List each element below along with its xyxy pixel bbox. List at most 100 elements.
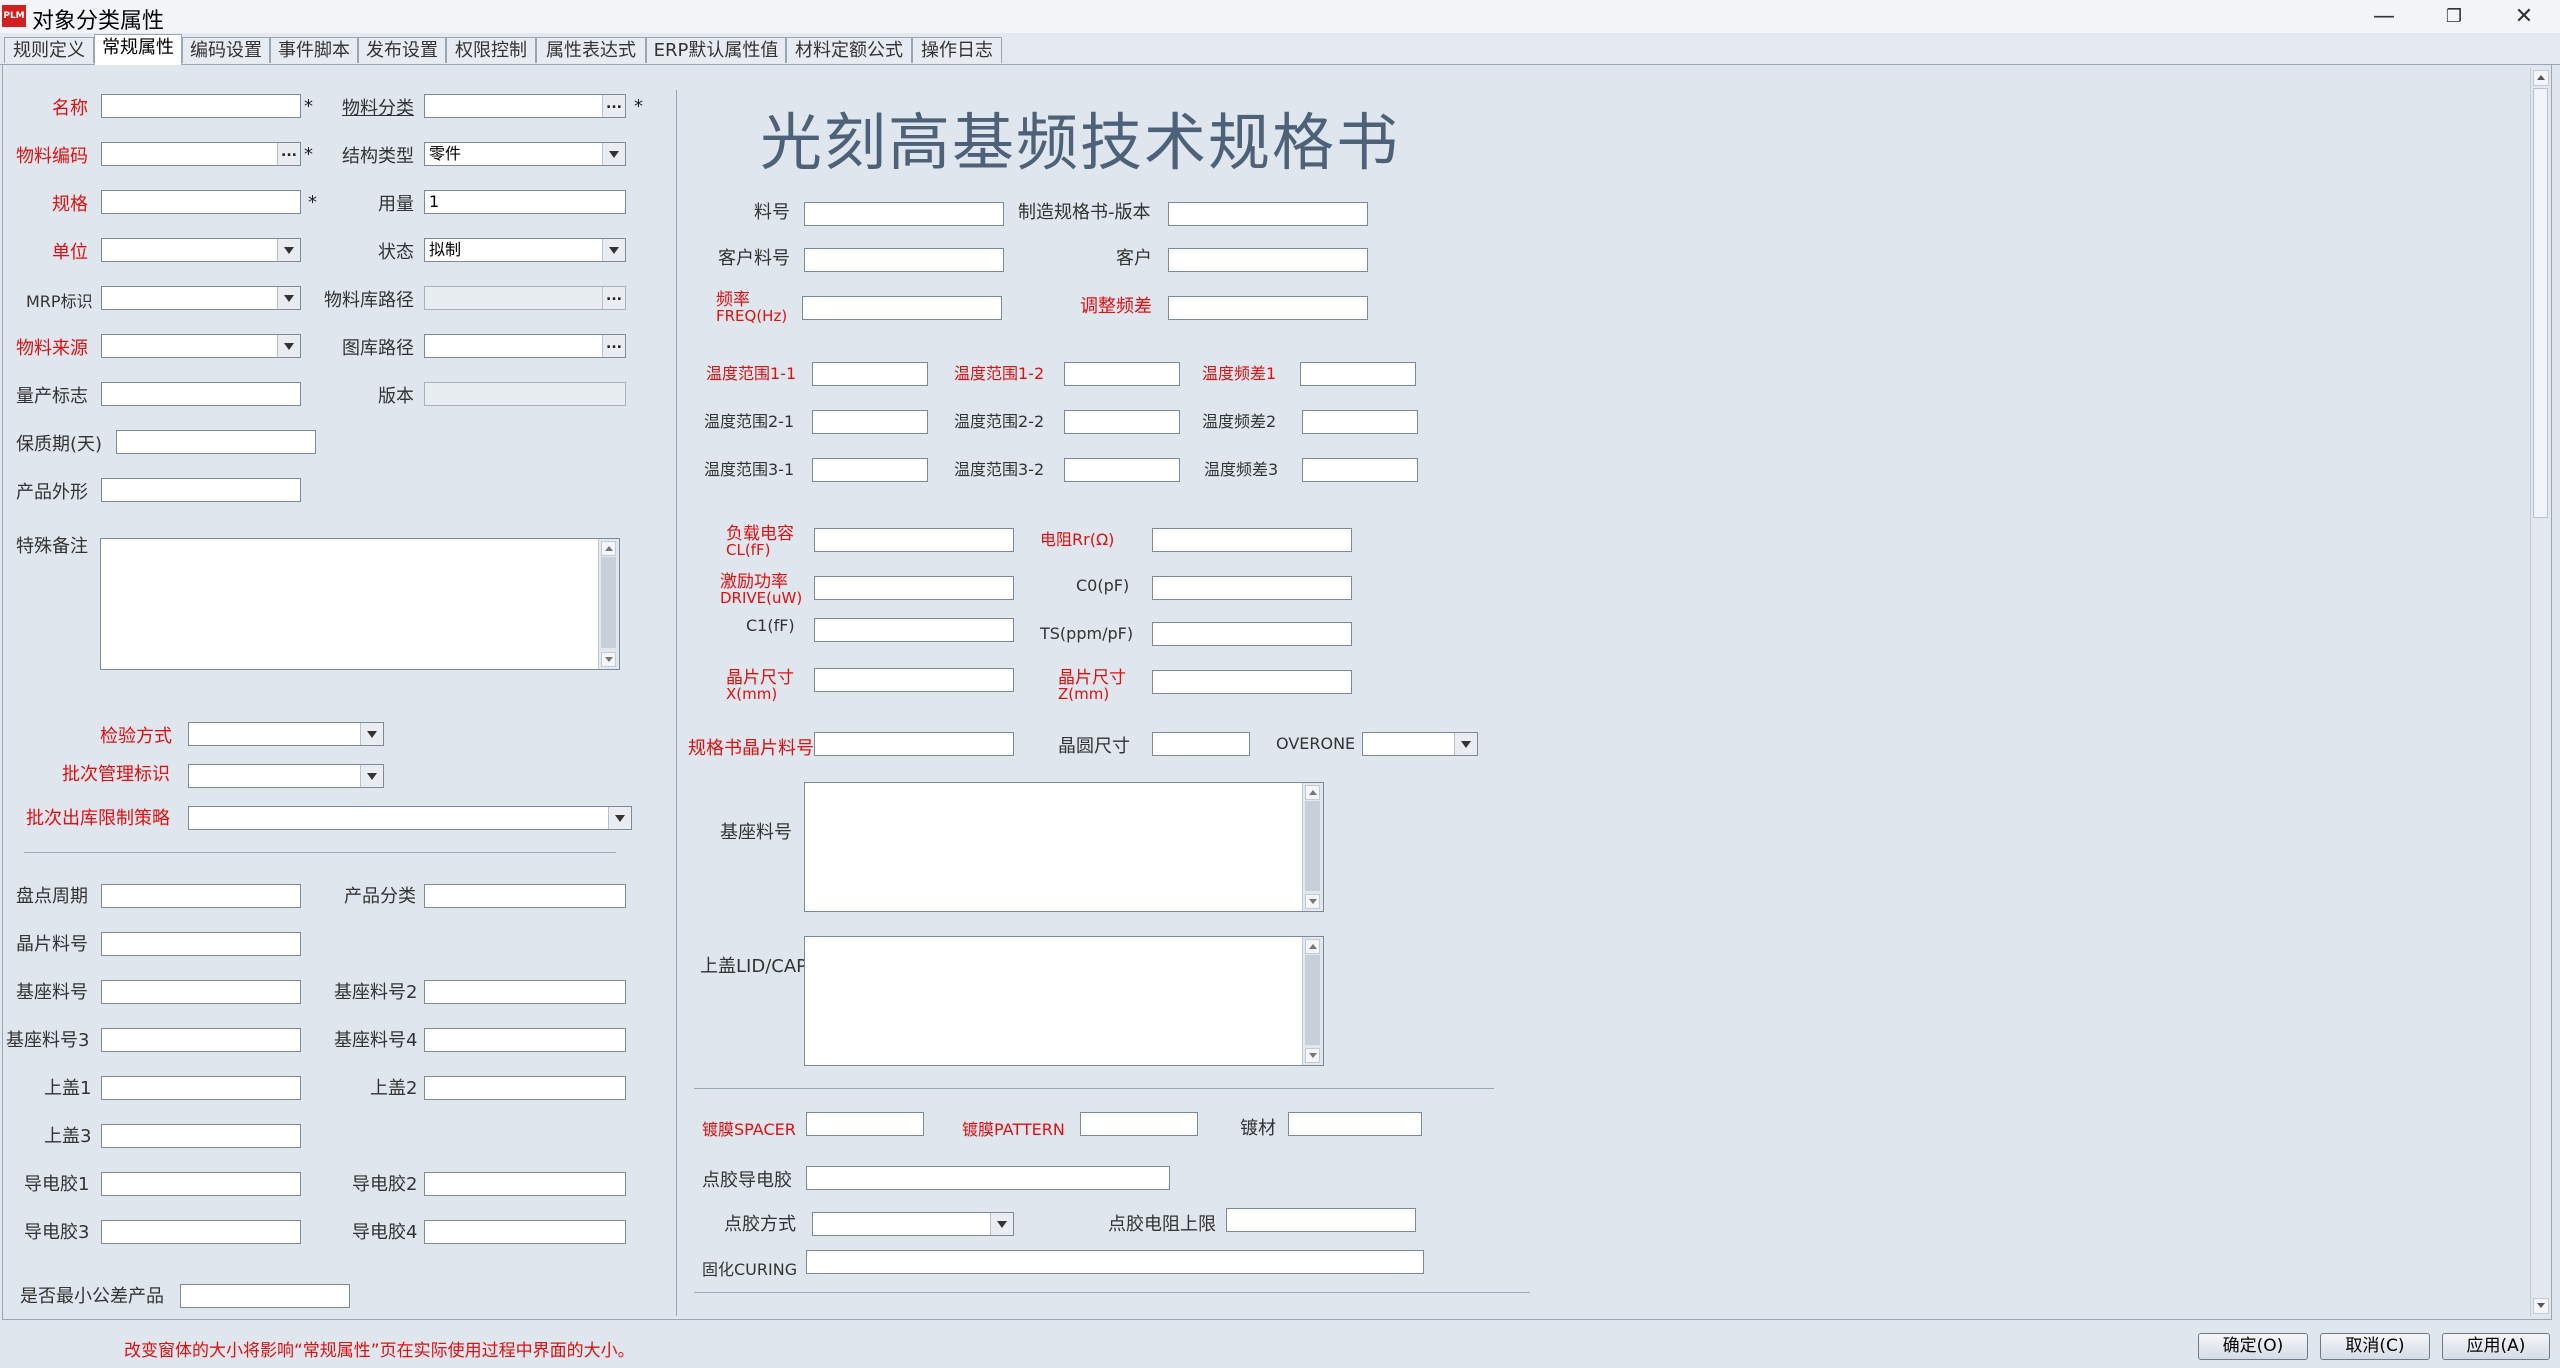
scrollbar[interactable] [1302, 937, 1323, 1065]
browse-button[interactable]: ... [602, 335, 625, 357]
tab-general-properties[interactable]: 常规属性 [94, 34, 182, 65]
tab-erp-default-values[interactable]: ERP默认属性值 [646, 37, 786, 63]
spec-wafer-no-input[interactable] [814, 732, 1014, 756]
c0-input[interactable] [1152, 576, 1352, 600]
overtone-select[interactable] [1362, 732, 1478, 756]
tab-material-quota-formula[interactable]: 材料定额公式 [786, 37, 912, 63]
temp-range-1-1-input[interactable] [812, 362, 928, 386]
unit-select[interactable] [101, 238, 301, 262]
temp-range-2-1-input[interactable] [812, 410, 928, 434]
cap-1-input[interactable] [101, 1076, 301, 1100]
tab-event-script[interactable]: 事件脚本 [270, 37, 358, 63]
scroll-thumb[interactable] [2533, 88, 2548, 518]
chevron-down-icon[interactable] [360, 723, 383, 745]
version-input[interactable] [424, 382, 626, 406]
c1-input[interactable] [814, 618, 1014, 642]
material-class-input[interactable]: ... [424, 94, 626, 118]
drawing-path-input[interactable]: ... [424, 334, 626, 358]
resistance-rr-input[interactable] [1152, 528, 1352, 552]
scroll-up-icon[interactable] [2533, 70, 2549, 86]
adjust-tolerance-input[interactable] [1168, 296, 1368, 320]
name-input[interactable] [101, 94, 301, 118]
customer-input[interactable] [1168, 248, 1368, 272]
scroll-up-icon[interactable] [601, 541, 616, 556]
stock-cycle-input[interactable] [101, 884, 301, 908]
tab-property-expression[interactable]: 属性表达式 [536, 37, 646, 63]
scroll-thumb[interactable] [601, 557, 616, 648]
drive-power-input[interactable] [814, 576, 1014, 600]
wafer-no-input[interactable] [101, 932, 301, 956]
quantity-input[interactable]: 1 [424, 190, 626, 214]
state-select[interactable]: 拟制 [424, 238, 626, 262]
special-remark-textarea[interactable] [100, 538, 620, 670]
mass-production-input[interactable] [101, 382, 301, 406]
chevron-down-icon[interactable] [608, 807, 631, 829]
base-no-4-input[interactable] [424, 1028, 626, 1052]
browse-button[interactable]: ... [277, 143, 300, 165]
shelf-life-input[interactable] [116, 430, 316, 454]
min-tolerance-input[interactable] [180, 1284, 350, 1308]
wafer-size-z-input[interactable] [1152, 670, 1352, 694]
spec-input[interactable] [101, 190, 301, 214]
browse-button[interactable]: ... [602, 95, 625, 117]
curing-input[interactable] [806, 1250, 1424, 1274]
material-code-input[interactable]: ... [101, 142, 301, 166]
customer-part-no-input[interactable] [804, 248, 1004, 272]
scroll-down-icon[interactable] [601, 652, 616, 667]
chevron-down-icon[interactable] [277, 335, 300, 357]
tab-permission-control[interactable]: 权限控制 [446, 37, 536, 63]
minimize-button[interactable]: — [2373, 4, 2395, 29]
base-no-3-input[interactable] [101, 1028, 301, 1052]
scrollbar[interactable] [598, 539, 619, 669]
load-capacitance-input[interactable] [814, 528, 1014, 552]
wafer-size-x-input[interactable] [814, 668, 1014, 692]
apply-button[interactable]: 应用(A) [2442, 1333, 2550, 1360]
dot-glue-input[interactable] [806, 1166, 1170, 1190]
mrp-select[interactable] [101, 286, 301, 310]
mfg-spec-version-input[interactable] [1168, 202, 1368, 226]
batch-management-select[interactable] [188, 764, 384, 788]
tab-operation-log[interactable]: 操作日志 [912, 37, 1002, 63]
scroll-thumb[interactable] [1305, 801, 1320, 891]
base-no-2-input[interactable] [424, 980, 626, 1004]
tab-encoding-settings[interactable]: 编码设置 [182, 37, 270, 63]
glue-4-input[interactable] [424, 1220, 626, 1244]
spacer-input[interactable] [806, 1112, 924, 1136]
chevron-down-icon[interactable] [360, 765, 383, 787]
scrollbar[interactable] [1302, 783, 1323, 911]
glue-1-input[interactable] [101, 1172, 301, 1196]
base-part-no-textarea[interactable] [804, 782, 1324, 912]
product-class-input[interactable] [424, 884, 626, 908]
restore-button[interactable]: ❐ [2445, 6, 2463, 27]
temp-tolerance-3-input[interactable] [1302, 458, 1418, 482]
scroll-thumb[interactable] [1305, 955, 1320, 1045]
cap-2-input[interactable] [424, 1076, 626, 1100]
tab-rule-definition[interactable]: 规则定义 [4, 37, 94, 63]
lid-cap-textarea[interactable] [804, 936, 1324, 1066]
library-path-input[interactable]: ... [424, 286, 626, 310]
temp-range-2-2-input[interactable] [1064, 410, 1180, 434]
chevron-down-icon[interactable] [990, 1213, 1013, 1235]
scroll-up-icon[interactable] [1305, 785, 1320, 800]
chevron-down-icon[interactable] [1454, 733, 1477, 755]
part-no-input[interactable] [804, 202, 1004, 226]
dot-method-select[interactable] [812, 1212, 1014, 1236]
material-source-select[interactable] [101, 334, 301, 358]
pattern-input[interactable] [1080, 1112, 1198, 1136]
scroll-up-icon[interactable] [1305, 939, 1320, 954]
inspection-method-select[interactable] [188, 722, 384, 746]
temp-range-3-2-input[interactable] [1064, 458, 1180, 482]
glue-3-input[interactable] [101, 1220, 301, 1244]
close-button[interactable]: ✕ [2514, 4, 2534, 29]
base-no-1-input[interactable] [101, 980, 301, 1004]
temp-tolerance-1-input[interactable] [1300, 362, 1416, 386]
batch-outbound-select[interactable] [188, 806, 632, 830]
chevron-down-icon[interactable] [277, 239, 300, 261]
scroll-down-icon[interactable] [2533, 1298, 2549, 1314]
cap-3-input[interactable] [101, 1124, 301, 1148]
ts-input[interactable] [1152, 622, 1352, 646]
ok-button[interactable]: 确定(O) [2198, 1333, 2308, 1360]
browse-button[interactable]: ... [602, 287, 625, 309]
frequency-input[interactable] [802, 296, 1002, 320]
chevron-down-icon[interactable] [602, 239, 625, 261]
